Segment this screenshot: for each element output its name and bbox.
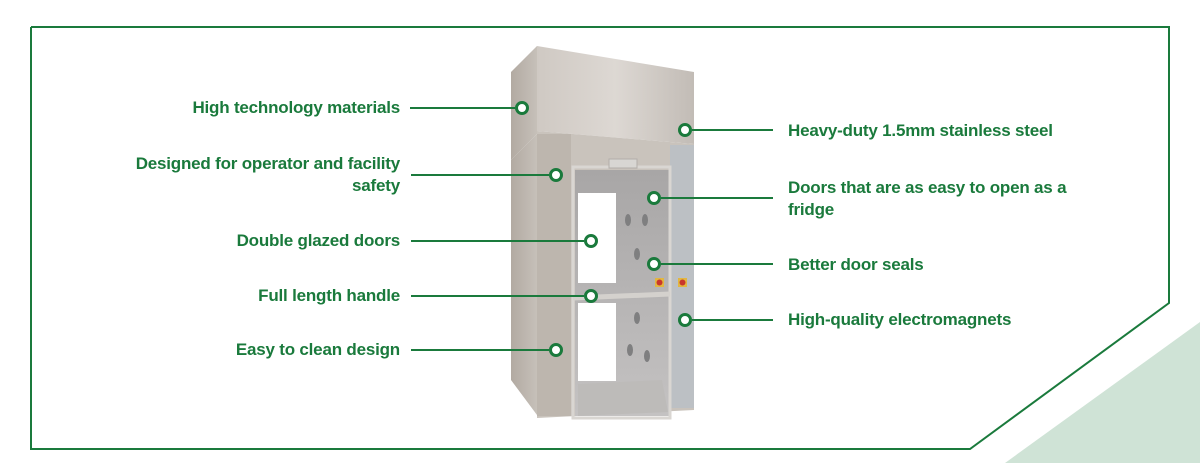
circle-marker-icon bbox=[549, 343, 563, 357]
feature-label-high-technology-materials: High technology materials bbox=[192, 98, 400, 117]
feature-label-double-glazed-doors: Double glazed doors bbox=[236, 231, 401, 250]
feature-label-easy-open-doors: Doors that are as easy to open as a frid… bbox=[788, 178, 1067, 219]
circle-marker-icon bbox=[678, 313, 692, 327]
circle-marker-icon bbox=[678, 123, 692, 137]
feature-label-electromagnets: High-quality electromagnets bbox=[788, 310, 1012, 329]
background-triangle bbox=[1005, 322, 1200, 463]
feature-label-operator-safety: Designed for operator and facility safet… bbox=[135, 154, 401, 195]
circle-marker-icon bbox=[549, 168, 563, 182]
feature-label-easy-to-clean: Easy to clean design bbox=[235, 340, 400, 359]
circle-marker-icon bbox=[584, 289, 598, 303]
circle-marker-icon bbox=[647, 257, 661, 271]
feature-label-heavy-duty-steel: Heavy-duty 1.5mm stainless steel bbox=[788, 121, 1053, 140]
feature-label-full-length-handle: Full length handle bbox=[258, 286, 400, 305]
circle-marker-icon bbox=[584, 234, 598, 248]
feature-label-better-door-seals: Better door seals bbox=[788, 255, 924, 274]
circle-marker-icon bbox=[515, 101, 529, 115]
circle-marker-icon bbox=[647, 191, 661, 205]
frame-border bbox=[30, 26, 1170, 450]
